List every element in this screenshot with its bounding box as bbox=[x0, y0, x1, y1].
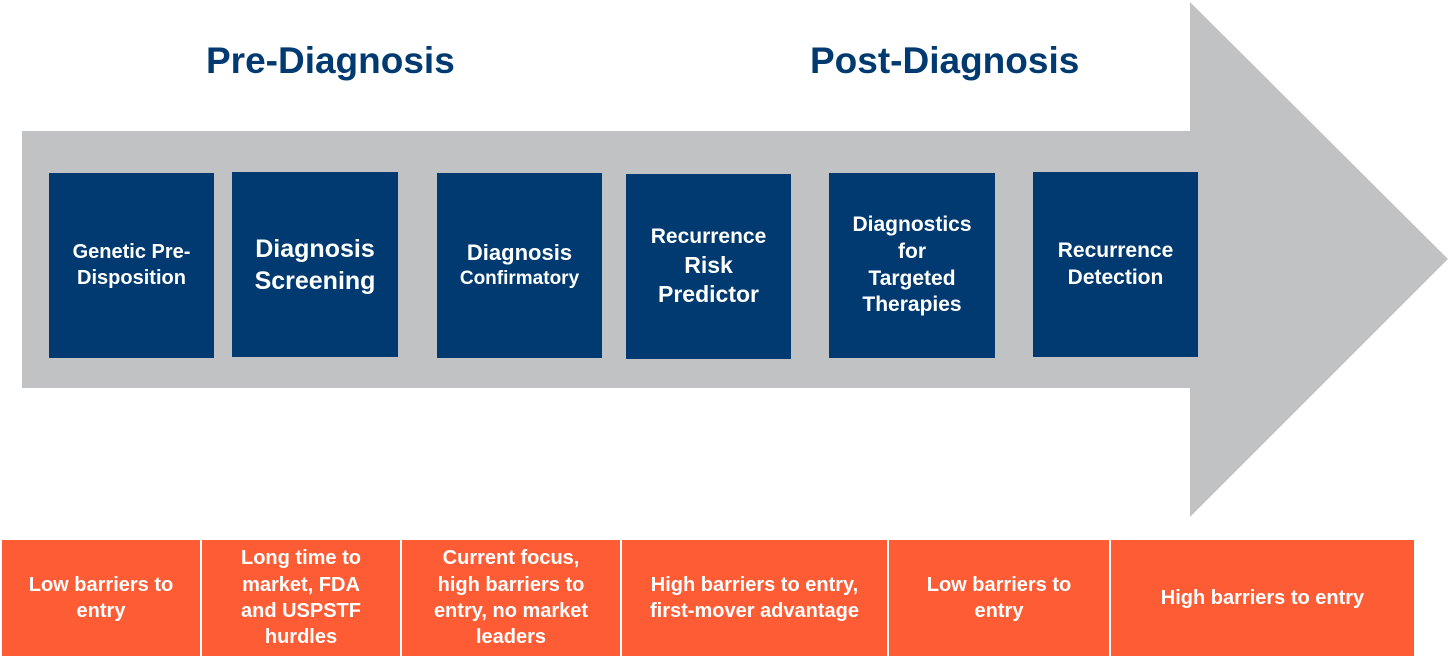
pre-diagnosis-heading: Pre-Diagnosis bbox=[206, 40, 455, 81]
barrier-recurrence-detection: High barriers to entry bbox=[1111, 540, 1414, 656]
stage-genetic-predisposition: Genetic Pre-Disposition bbox=[49, 173, 214, 358]
post-diagnosis-heading: Post-Diagnosis bbox=[810, 40, 1080, 81]
barrier-recurrence-risk-predictor: High barriers to entry,first-mover advan… bbox=[622, 540, 887, 656]
